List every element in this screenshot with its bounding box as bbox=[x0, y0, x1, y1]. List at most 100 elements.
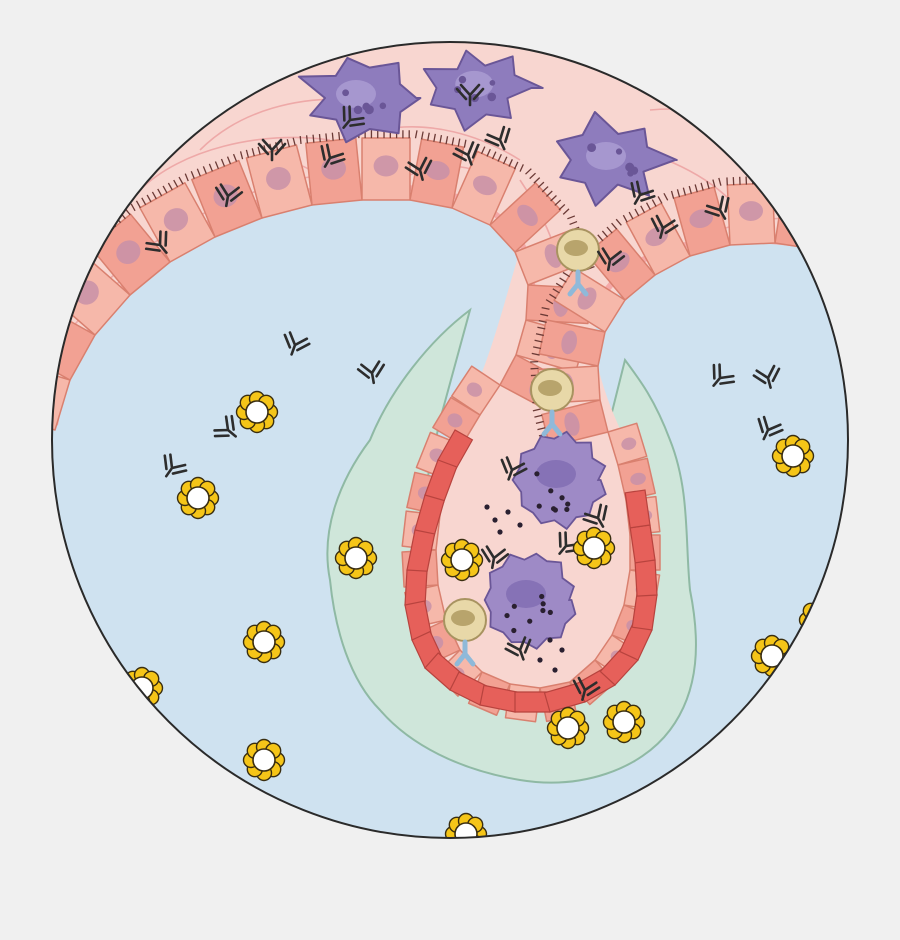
bacterium-icon bbox=[334, 536, 378, 580]
plasma-cell bbox=[556, 228, 600, 297]
bacterium-icon bbox=[242, 620, 286, 664]
bacterium-icon bbox=[750, 634, 794, 678]
bacterium-icon bbox=[242, 738, 286, 782]
antibody-icon bbox=[356, 360, 386, 385]
antibody-icon bbox=[452, 141, 480, 166]
antibody-icon bbox=[320, 143, 346, 168]
epithelium-left-cell bbox=[361, 137, 411, 201]
macrophage bbox=[556, 111, 678, 207]
plasma-cell bbox=[530, 368, 574, 437]
bacteria bbox=[120, 390, 842, 838]
bacterium-icon bbox=[444, 812, 488, 838]
granule bbox=[484, 504, 490, 510]
antibody-icon bbox=[704, 195, 730, 220]
antibody-icon bbox=[712, 363, 736, 387]
epithelium-right-cell bbox=[819, 191, 848, 263]
antibody-icon bbox=[504, 636, 532, 661]
crypt-wall-right-cell bbox=[607, 422, 648, 466]
antibody-icon bbox=[342, 105, 366, 129]
antibody-icon bbox=[283, 331, 311, 356]
epithelium-left-nucleus bbox=[116, 240, 141, 265]
epithelium-right bbox=[537, 182, 848, 448]
epithelium-left-cell bbox=[409, 138, 465, 209]
granule bbox=[497, 529, 503, 535]
epithelium-left-cell bbox=[15, 361, 71, 431]
antibody-icon bbox=[480, 545, 510, 570]
antibody-icon bbox=[484, 125, 511, 151]
epithelium-left-nucleus bbox=[517, 204, 538, 226]
endothelial-cell bbox=[631, 591, 658, 631]
epithelium-right-cell bbox=[726, 182, 776, 246]
granule bbox=[559, 647, 565, 653]
epithelium-right-nucleus bbox=[790, 203, 815, 224]
crypt-wall-left-cell bbox=[450, 365, 501, 416]
granulocytes bbox=[483, 430, 607, 673]
antibody-icon bbox=[650, 214, 679, 239]
antibody-icon bbox=[404, 156, 433, 181]
granulocyte bbox=[511, 430, 607, 531]
plasma-cell-receptor bbox=[567, 269, 589, 297]
crypt-wall-left-nucleus bbox=[466, 382, 483, 397]
macrophages bbox=[297, 49, 678, 207]
antibodies bbox=[144, 83, 784, 701]
epithelium-right-cell bbox=[538, 319, 606, 367]
endothelial-cell bbox=[629, 524, 656, 564]
bacterium-icon bbox=[771, 434, 815, 478]
antibody-icon bbox=[757, 415, 784, 441]
plasma-cell bbox=[443, 598, 487, 667]
epithelium-left-cell bbox=[451, 150, 517, 226]
crypt-wall-right-nucleus bbox=[621, 437, 637, 450]
epithelium-right-nucleus bbox=[689, 209, 714, 229]
bacterium-icon bbox=[440, 538, 484, 582]
epithelium-left-nucleus bbox=[373, 155, 399, 177]
epithelium-right-cell bbox=[673, 186, 731, 257]
granule bbox=[537, 657, 543, 663]
plasma-cell-receptor bbox=[454, 639, 476, 667]
granule bbox=[505, 509, 511, 515]
epithelium-left-nucleus bbox=[425, 160, 450, 181]
antibody-icon bbox=[752, 364, 781, 389]
epithelium-left-nucleus bbox=[163, 208, 189, 232]
antibody-icon bbox=[144, 230, 168, 254]
epithelium-left-cell bbox=[489, 182, 562, 253]
macrophage bbox=[297, 56, 422, 144]
antibody-icon bbox=[630, 180, 656, 205]
connective-tissue bbox=[52, 42, 848, 500]
bacterium-icon bbox=[602, 700, 646, 744]
epithelium-right-cell bbox=[553, 267, 626, 333]
antibody-icon bbox=[455, 83, 485, 107]
epithelium-right-nucleus bbox=[561, 330, 578, 355]
endothelial-cell bbox=[624, 489, 651, 529]
antibody-icon bbox=[163, 453, 188, 478]
antibody-icon bbox=[572, 676, 601, 701]
plasma-cell-receptor bbox=[541, 409, 563, 437]
antibody-icon bbox=[500, 456, 528, 481]
granule bbox=[552, 667, 558, 673]
granule bbox=[517, 522, 523, 528]
granule bbox=[492, 517, 498, 523]
crypt-wall-right-cell bbox=[617, 457, 656, 501]
bacterium-icon bbox=[572, 526, 616, 570]
plasma-cells bbox=[443, 228, 600, 667]
epithelium-right-nucleus bbox=[564, 412, 580, 436]
antibody-icon bbox=[596, 247, 626, 272]
epithelium-left-nucleus bbox=[473, 175, 497, 196]
bacterium-icon bbox=[176, 476, 220, 520]
epithelium-left-cell bbox=[305, 137, 363, 206]
epithelium-left-nucleus bbox=[15, 380, 44, 410]
epithelium-right-cell bbox=[774, 182, 830, 251]
endothelial-cell bbox=[634, 559, 658, 597]
antibody-icon bbox=[582, 503, 608, 528]
epithelium-left-cell bbox=[139, 182, 216, 263]
antibody-icon bbox=[257, 138, 287, 162]
epithelium-left-nucleus bbox=[266, 167, 291, 190]
granule bbox=[547, 637, 553, 643]
antibody-icon bbox=[214, 183, 244, 208]
epithelium-right-nucleus bbox=[739, 201, 764, 221]
epithelium-right-nucleus bbox=[837, 214, 848, 234]
bacterium-icon bbox=[546, 706, 590, 750]
bacterium-icon bbox=[235, 390, 279, 434]
